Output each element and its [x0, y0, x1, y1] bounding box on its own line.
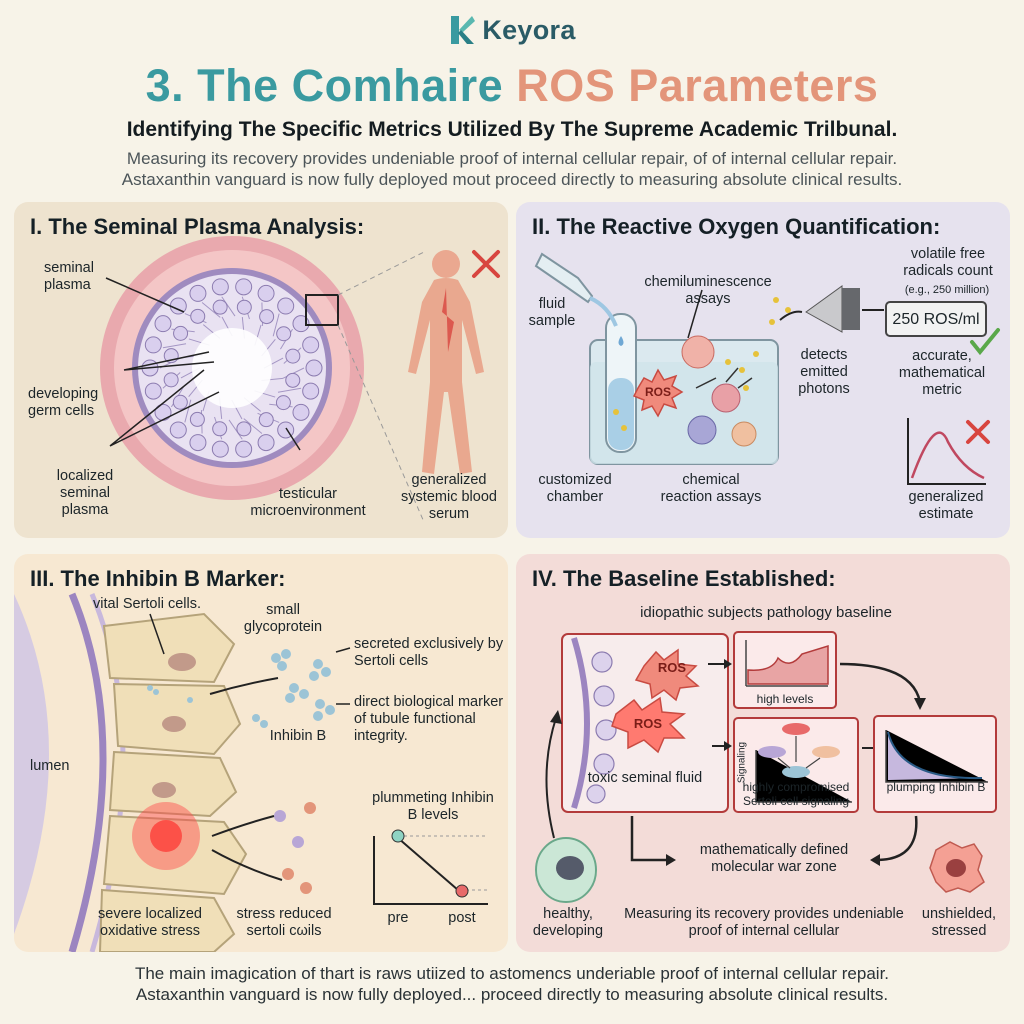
- panel-3-title: III. The Inhibin B Marker:: [30, 566, 286, 591]
- ros-burst-label: ROS: [644, 385, 671, 399]
- label-plummeting: plummeting Inhibin B levels: [372, 790, 494, 823]
- label-secreted: secreted exclusively by Sertoli cells: [354, 636, 504, 669]
- label-inhibin-b: Inhibin B: [269, 728, 327, 744]
- label-volatile: volatile free radicals count: [903, 246, 993, 279]
- label-microenvironment: testicular microenvironment: [250, 486, 366, 519]
- baseline-illustration: [535, 631, 997, 903]
- label-measuring: Measuring its recovery provides undeniab…: [624, 906, 904, 939]
- label-direct-marker: direct biological marker of tubule funct…: [354, 694, 504, 744]
- label-war-zone: mathematically defined molecular war zon…: [699, 842, 849, 875]
- label-lumen: lumen: [30, 758, 70, 774]
- panel-baseline: IV. The Baseline Established: idiopathic…: [516, 554, 1010, 952]
- label-seminal-plasma: seminal plasma: [44, 260, 94, 293]
- intro-text: Measuring its recovery provides undeniab…: [0, 148, 1024, 190]
- pouring-bottle: [534, 252, 594, 304]
- footer-line-1: The main imagication of thart is raws ut…: [134, 964, 890, 983]
- ros-burst: [632, 368, 684, 418]
- panel-ros-quantification: II. The Reactive Oxygen Quantification: …: [516, 202, 1010, 538]
- label-plumping: plumping Inhibin B: [886, 780, 986, 794]
- label-chemical: chemical reaction assays: [660, 472, 762, 505]
- label-localized-plasma: localized seminal plasma: [56, 468, 114, 518]
- title-part-2: ROS Parameters: [516, 60, 879, 111]
- human-body-icon: [408, 250, 484, 474]
- tubule-illustration: [100, 236, 500, 523]
- ros-label-1: ROS: [657, 660, 687, 675]
- label-post: post: [448, 910, 476, 926]
- label-pre: pre: [387, 910, 409, 926]
- readout-display: [885, 301, 987, 337]
- label-accurate: accurate, mathematical metric: [898, 348, 986, 398]
- panel-2-title: II. The Reactive Oxygen Quantification:: [532, 214, 941, 239]
- readout-value: 250 ROS/ml: [892, 311, 980, 328]
- cross-icon-serum: [472, 250, 500, 278]
- panel-inhibin-b: III. The Inhibin B Marker: vital Sertoli…: [14, 554, 508, 952]
- brand: Keyora: [0, 14, 1024, 46]
- title-part-1: 3. The Comhaire: [145, 60, 504, 111]
- check-icon: [970, 328, 1000, 356]
- panel-4-subtitle: idiopathic subjects pathology baseline: [640, 604, 892, 621]
- intro-line-2: Astaxanthin vanguard is now fully deploy…: [121, 170, 903, 189]
- footer-line-2: Astaxanthin vanguard is now fully deploy…: [135, 985, 889, 1004]
- page-subtitle: Identifying The Specific Metrics Utilize…: [126, 118, 898, 141]
- panel-seminal-plasma: I. The Seminal Plasma Analysis: seminal …: [14, 202, 508, 538]
- label-healthy: healthy, developing: [532, 906, 604, 939]
- inhibin-illustration: [14, 592, 488, 952]
- panel-1-title: I. The Seminal Plasma Analysis:: [30, 214, 365, 239]
- glycoprotein-icons: [147, 649, 335, 728]
- inhibin-decline-chart: [373, 829, 488, 905]
- photon-detector-icon: [805, 285, 860, 333]
- ros-assay-illustration: [534, 252, 1000, 485]
- label-estimate: generalized estimate: [908, 489, 984, 522]
- keyora-logo-icon: [451, 16, 476, 44]
- label-sertoli-cells: vital Sertoli cells.: [93, 596, 201, 612]
- intro-line-1: Measuring its recovery provides undeniab…: [126, 149, 898, 168]
- label-severe-stress: severe localized oxidative stress: [98, 906, 202, 939]
- label-high-levels: high levels: [756, 692, 814, 706]
- panel-4-title: IV. The Baseline Established:: [532, 566, 836, 591]
- label-stress-reduced: stress reduced sertoli cωils: [236, 906, 332, 939]
- label-germ-cells: developing germ cells: [28, 386, 99, 419]
- lumen-membrane: [68, 592, 107, 952]
- estimate-chart-icon: [907, 418, 986, 485]
- healthy-cell-icon: [535, 837, 597, 903]
- footer-text: The main imagication of thart is raws ut…: [0, 963, 1024, 1005]
- page-title: 3. The Comhaire ROS Parameters: [0, 60, 1024, 112]
- label-blood-serum: generalized systemic blood serum: [401, 472, 497, 522]
- label-detects-photons: detects emitted photons: [798, 347, 850, 397]
- brand-name: Keyora: [482, 14, 576, 45]
- zoom-box: [305, 294, 339, 326]
- label-glycoprotein: small glycoprotein: [243, 602, 323, 635]
- cross-icon-estimate: [966, 420, 990, 444]
- label-toxic-fluid: toxic seminal fluid: [587, 770, 703, 786]
- stressed-cell-icon: [929, 841, 985, 893]
- label-unshielded: unshielded, stressed: [921, 906, 997, 939]
- label-compromised: highly compromised Sertoli cell signalin…: [742, 780, 850, 808]
- label-fluid-sample: fluid sample: [528, 296, 576, 329]
- label-chemiluminescence: chemiluminescence assays: [644, 274, 772, 307]
- label-chamber: customized chamber: [538, 472, 612, 505]
- ros-label-2: ROS: [633, 716, 663, 731]
- label-example: (e.g., 250 million): [904, 284, 990, 296]
